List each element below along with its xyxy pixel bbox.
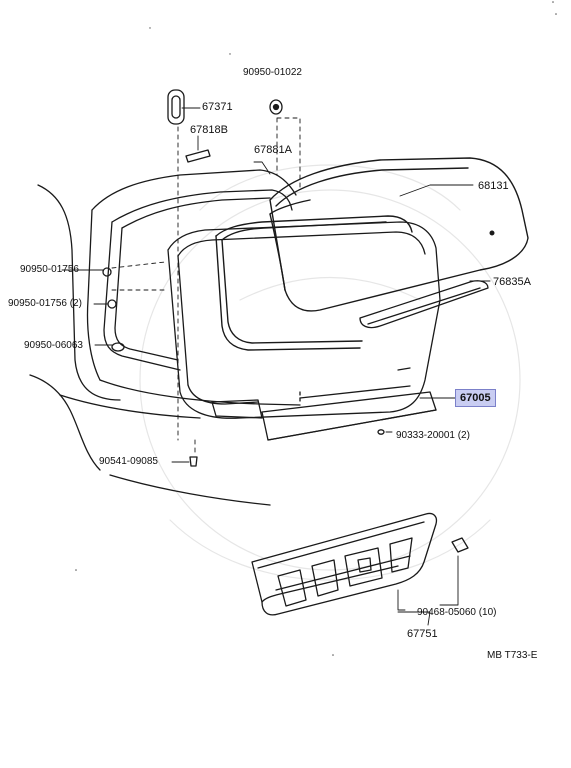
label-67881A[interactable]: 67881A [254,144,292,156]
plug-90950-01756 [102,267,117,309]
label-68131[interactable]: 68131 [478,180,509,192]
label-67818B[interactable]: 67818B [190,124,228,136]
label-90950-06063[interactable]: 90950-06063 [24,340,83,351]
watermark-emblem [139,164,521,581]
weatherstrip [215,215,413,351]
back-glass [269,157,529,312]
back-door-panel [167,221,441,441]
label-67005-highlighted[interactable]: 67005 [455,389,496,407]
grommet-90950-01022 [269,99,283,115]
clip-90333-20001 [377,429,385,435]
label-67751[interactable]: 67751 [407,628,438,640]
label-76835A[interactable]: 76835A [493,276,531,288]
clip-90468-05060 [451,537,469,553]
part-67371 [167,89,185,125]
door-trim-board [251,512,438,616]
screw-90541-09085 [189,456,198,467]
car-body-outline [29,169,301,506]
label-90541-09085[interactable]: 90541-09085 [99,456,158,467]
scan-specks [75,1,557,656]
label-90950-01756[interactable]: 90950-01756 [20,264,79,275]
label-67371[interactable]: 67371 [202,101,233,113]
label-90333-20001[interactable]: 90333-20001 (2) [396,430,470,441]
label-90468-05060[interactable]: 90468-05060 (10) [417,607,497,618]
label-90950-01756-qty2[interactable]: 90950-01756 (2) [8,298,82,309]
leader-lines [61,107,491,626]
strip-67818B [185,149,211,163]
label-90950-01022[interactable]: 90950-01022 [243,67,302,78]
lower-moulding [359,280,489,329]
diagram-reference-code: MB T733-E [487,650,538,661]
